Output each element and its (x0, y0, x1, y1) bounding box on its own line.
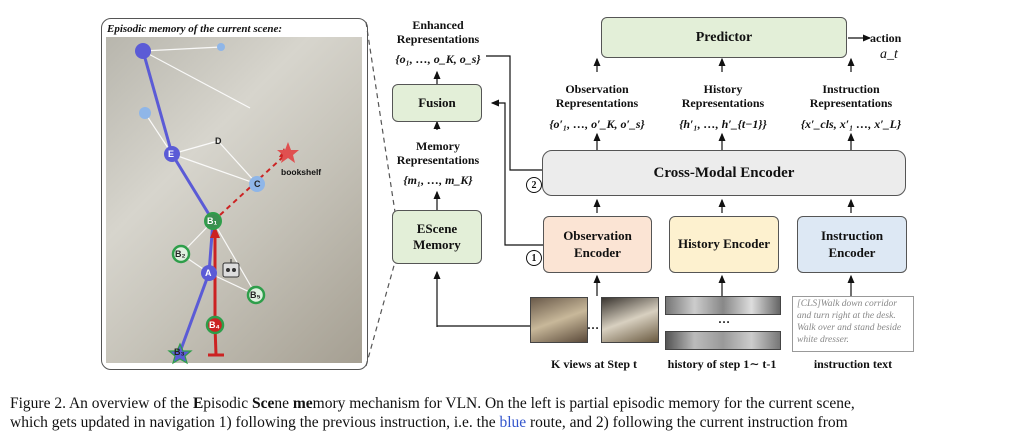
enhanced-representations-math: {o₁, …, o_K, o_s} (395, 52, 481, 66)
cross-modal-encoder-box: Cross-Modal Encoder (542, 150, 906, 196)
history-strip-2 (665, 331, 781, 350)
node-b4-label: B₄ (209, 320, 220, 330)
node-d-label: D (215, 136, 222, 146)
view-thumbnail-2 (601, 297, 659, 343)
figure-caption-line-1: Figure 2. An overview of the Episodic Sc… (10, 395, 855, 412)
bookshelf-label: bookshelf (281, 167, 322, 177)
views-ellipsis: … (587, 318, 599, 332)
instruction-encoder-box: Instruction Encoder (797, 216, 907, 273)
node-b3-label: B₃ (174, 347, 185, 357)
instruction-representations-math: {x′_cls, x′₁ …, x′_L} (800, 117, 902, 131)
observation-encoder-box: Observation Encoder (543, 216, 652, 273)
enhanced-representations-label: Enhanced Representations (396, 18, 480, 47)
k-views-caption: K views at Step t (551, 357, 637, 371)
step-2-marker: 2 (526, 177, 542, 193)
figure-caption-line-2: which gets updated in navigation 1) foll… (10, 414, 848, 431)
instruction-representations-label: Instruction Representations (809, 82, 893, 111)
history-representations-math: {h′₁, …, h′_{t−1}} (679, 117, 767, 131)
node-b5-label: B₅ (250, 290, 261, 300)
view-thumbnail-1 (530, 297, 588, 343)
history-representations-label: History Representations (681, 82, 765, 111)
step-1-marker: 1 (526, 250, 542, 266)
node-c-label: C (254, 179, 261, 189)
instruction-text-sample: [CLS]Walk down corridor and turn right a… (792, 296, 914, 352)
observation-representations-math: {o′₁, …, o′_K, o′_s} (549, 117, 645, 131)
action-label: action (870, 31, 902, 45)
fusion-box: Fusion (392, 84, 482, 122)
predictor-box: Predictor (601, 17, 847, 58)
action-math: a_t (880, 47, 898, 62)
node-b2-label: B₂ (175, 249, 186, 259)
escene-memory-box: EScene Memory (392, 210, 482, 264)
history-encoder-box: History Encoder (669, 216, 779, 273)
map-title: Episodic memory of the current scene: (107, 23, 283, 35)
robot-icon (222, 259, 240, 278)
memory-representations-label: Memory Representations (396, 139, 480, 168)
observation-representations-label: Observation Representations (555, 82, 639, 111)
node-e-label: E (168, 149, 175, 159)
scene-top-view-image (106, 37, 362, 363)
history-strip-1 (665, 296, 781, 315)
node-a-label: A (205, 268, 212, 278)
node-b1-label: B₁ (207, 216, 218, 226)
instruction-text-caption: instruction text (813, 357, 893, 371)
memory-representations-math: {m₁, …, m_K} (403, 173, 473, 187)
history-ellipsis: … (718, 312, 730, 326)
history-caption: history of step 1∼ t-1 (667, 357, 777, 371)
